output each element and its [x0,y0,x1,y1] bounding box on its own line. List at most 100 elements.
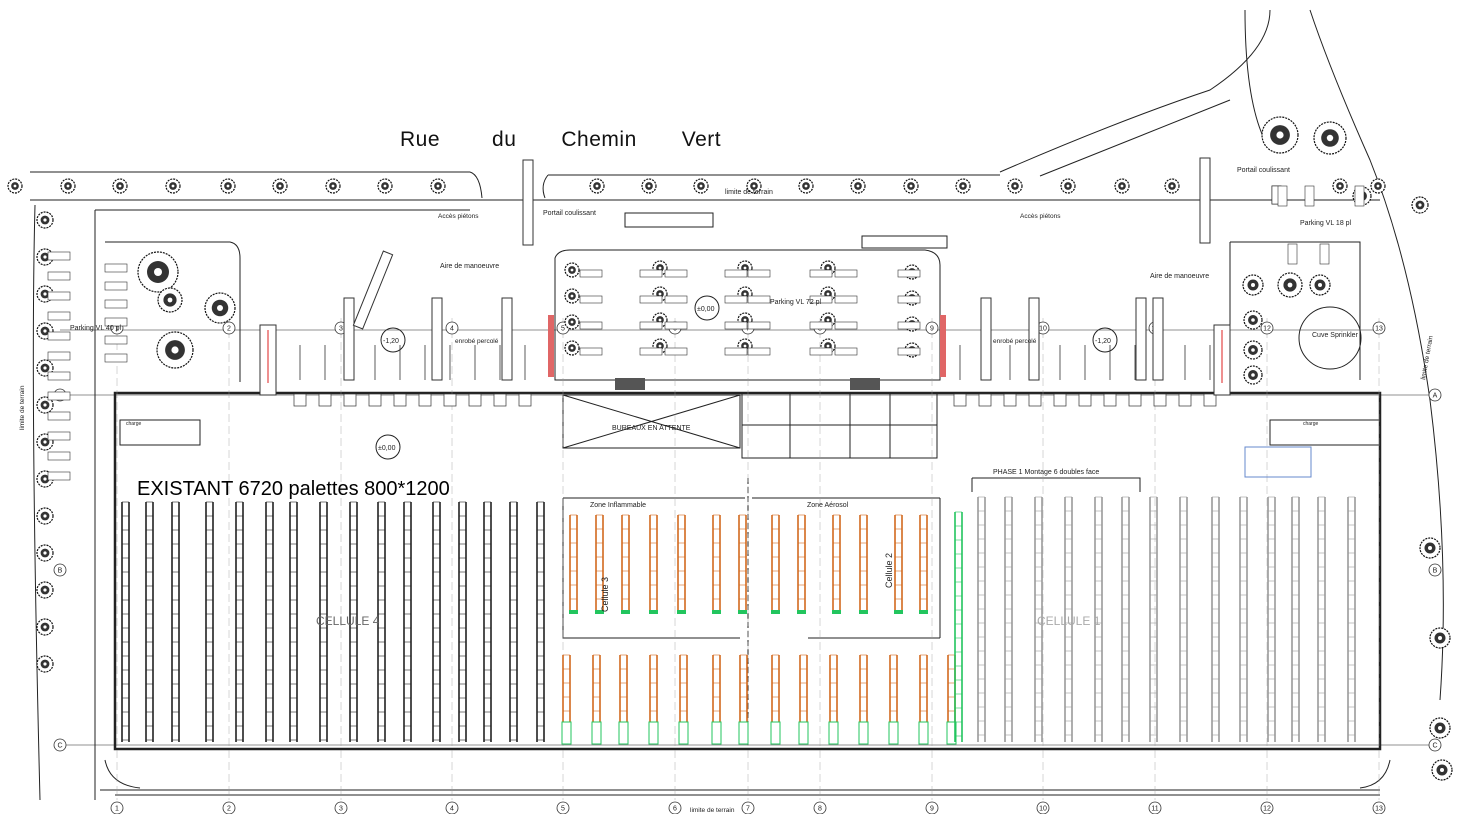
parking-stall [47,471,71,481]
parking-stall [1277,185,1288,207]
label-level-left: -1,20 [383,338,399,345]
parking-stall [809,295,833,304]
tree-icon [746,178,762,194]
tree-icon [112,178,128,194]
label-limite-top: limite de terrain [725,189,773,196]
parking-stall [104,299,128,309]
dock-door [1028,393,1042,407]
site-outline [30,9,1444,801]
grid-bubble-label: 2 [227,806,231,813]
parking-stall [47,331,71,341]
rack-row-existing [121,501,130,742]
grid-bubble [110,801,124,814]
rack-row-existing [403,501,412,742]
rack-row-upper [919,514,928,612]
tree-icon [1313,121,1347,155]
grid-row-bubble [1428,563,1442,577]
tree-icon [1332,178,1348,194]
parking-stall [664,295,688,304]
rack-end-cap [797,610,806,614]
grid-row-label: C [57,743,62,750]
rack-row-existing [235,501,244,742]
rack-row-lower [619,654,628,722]
rack-row-existing [265,501,274,742]
tree-icon [60,178,76,194]
rack-row-existing [171,501,180,742]
parking-stall [104,335,128,345]
parking-stall [897,295,921,304]
rack-row-phase [1034,496,1043,742]
rack-end-cap [919,610,928,614]
grid-bubble [925,801,939,814]
grid-bubble-label: 4 [450,806,454,813]
parking-stall [639,295,663,304]
parking-stall [1287,243,1298,265]
plan-labels: limite de terrain Portail coulissant Por… [19,167,1435,814]
label-cellule-1: CELLULE 1 [1037,614,1101,628]
label-phase: PHASE 1 Montage 6 doubles face [993,469,1099,476]
grid-bubble-label: 10 [1039,326,1047,333]
parking-stalls [47,185,1365,481]
dock-door [1178,393,1192,407]
rack-row-phase [1004,496,1013,742]
hatched-zone [1244,446,1312,478]
grid-bubble-label: 3 [339,806,343,813]
grid-row-bubble [1428,388,1442,402]
grid-bubble-label: 12 [1263,326,1271,333]
rack-base [711,721,722,745]
tree-icon [36,507,54,525]
truck-trailer [1152,297,1164,381]
tree-icon [204,292,236,324]
parking-stall [104,263,128,273]
rack-row-phase [1179,496,1188,742]
rack-end-cap [832,610,841,614]
parking-stall [747,269,771,278]
dock-door [1103,393,1117,407]
tree-icon [955,178,971,194]
rack-end-cap [621,610,630,614]
rack-end-cap [738,610,747,614]
rack-base [798,721,809,745]
grid-row-bubble [53,563,67,577]
label-aire-left: Aire de manoeuvre [440,263,499,270]
rack-row-upper [621,514,630,612]
truck-trailer [1199,157,1211,244]
tree-icon [36,581,54,599]
rack-row-existing [319,501,328,742]
grid-bubble [222,801,236,814]
label-bureaux: BUREAUX EN ATTENTE [612,425,691,432]
parking-stall [747,295,771,304]
label-acces-right: Accès piétons [1020,213,1061,220]
parking-stall [809,269,833,278]
label-cellule-4: CELLULE 4 [316,614,380,628]
tree-icon [1243,365,1263,385]
tree-icon [564,340,580,356]
grid-row-label: C [1432,743,1437,750]
label-enrobe-left: enrobé percolé [455,338,499,345]
parking-stall [639,321,663,330]
parking-stall [897,321,921,330]
grid-bubble [1260,321,1274,335]
parking-stall [724,321,748,330]
parking-stall [47,431,71,441]
rack-row-upper [569,514,578,612]
fire-door-left [548,315,554,377]
truck-trailer [980,297,992,381]
parking-stall [47,451,71,461]
rack-row-upper [894,514,903,612]
dock-door [1203,393,1217,407]
tree-icon [903,178,919,194]
tree-icon [1429,717,1451,739]
parking-stall [47,371,71,381]
rack-row-upper [677,514,686,612]
tree-icon [1370,178,1386,194]
truck-trailer [522,159,534,246]
rack-row-lower [712,654,721,722]
rack-base [591,721,602,745]
grating-left [615,378,645,390]
rack-base [888,721,899,745]
dock-door [953,393,967,407]
parking-stall [47,351,71,361]
parking-stall [639,347,663,356]
